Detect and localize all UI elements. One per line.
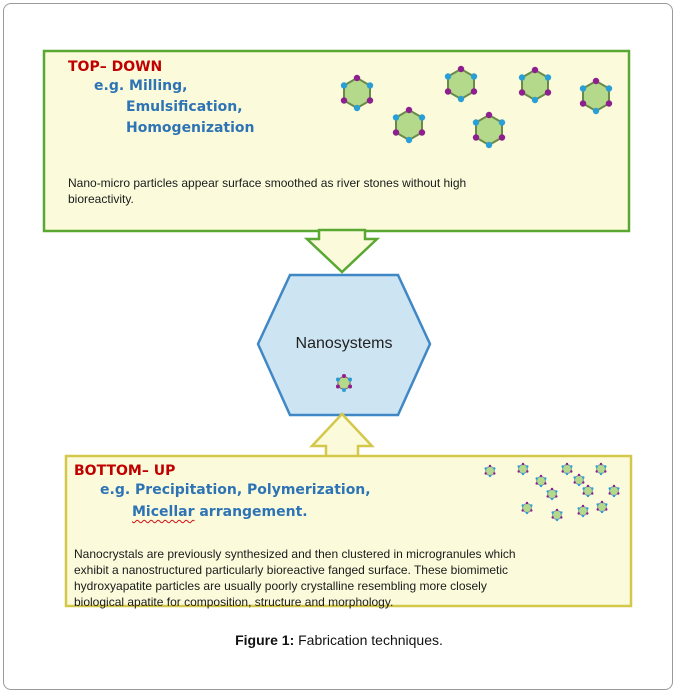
small-particle	[535, 474, 547, 488]
top-down-description: Nano-micro particles appear surface smoo…	[68, 175, 624, 207]
small-particle	[596, 500, 608, 514]
bottom-up-particles	[484, 462, 620, 522]
small-particle	[573, 473, 585, 487]
top-down-description-line: bioreactivity.	[68, 192, 134, 206]
up-arrow	[309, 412, 375, 459]
large-particle	[472, 111, 506, 149]
bottom-up-description: Nanocrystals are previously synthesized …	[74, 546, 626, 610]
small-particle	[521, 501, 533, 515]
bottom-up-title: BOTTOM– UP	[74, 463, 176, 479]
small-particle	[484, 464, 496, 478]
bottom-up-example-2: Micellar arrangement.	[132, 502, 308, 523]
top-down-example-2: Emulsification,	[126, 99, 243, 115]
bottom-up-description-line: Nanocrystals are previously synthesized …	[74, 547, 516, 561]
large-particle	[392, 106, 426, 144]
top-down-description-line: Nano-micro particles appear surface smoo…	[68, 176, 467, 190]
figure-caption: Figure 1: Fabrication techniques.	[0, 632, 678, 648]
caption-text: Fabrication techniques.	[294, 632, 443, 648]
large-particle	[444, 65, 478, 103]
small-particle	[608, 484, 620, 498]
nanosystems-hexagon	[256, 273, 432, 417]
nanosystem-particle	[335, 374, 353, 392]
small-particle	[335, 374, 353, 392]
micellar-word: Micellar	[132, 504, 195, 520]
top-down-title: TOP– DOWN	[68, 59, 163, 75]
caption-label: Figure 1:	[235, 632, 295, 648]
small-particle	[546, 487, 558, 501]
bottom-up-description-line: exhibit a nanostructured particularly bi…	[74, 563, 509, 577]
small-particle	[561, 462, 573, 476]
small-particle	[551, 508, 563, 522]
bottom-up-description-line: hydroxyapatite particles are usually poo…	[74, 579, 487, 593]
top-down-example-3: Homogenization	[126, 120, 255, 136]
large-particle	[340, 74, 374, 112]
small-particle	[577, 504, 589, 518]
nanosystems-label: Nanosystems	[295, 335, 393, 352]
large-particle	[518, 66, 552, 104]
figure-frame	[3, 3, 673, 690]
down-arrow	[303, 228, 381, 274]
small-particle	[517, 462, 529, 476]
large-particle	[579, 77, 613, 115]
bottom-up-example-1: e.g. Precipitation, Polymerization,	[100, 482, 371, 498]
bottom-up-example-2-rest: arrangement.	[199, 504, 308, 520]
bottom-up-description-line: biological apatite for composition, stru…	[74, 595, 394, 609]
small-particle	[582, 484, 594, 498]
small-particle	[595, 462, 607, 476]
top-down-particles	[340, 65, 613, 149]
top-down-example-1: e.g. Milling,	[94, 78, 188, 94]
